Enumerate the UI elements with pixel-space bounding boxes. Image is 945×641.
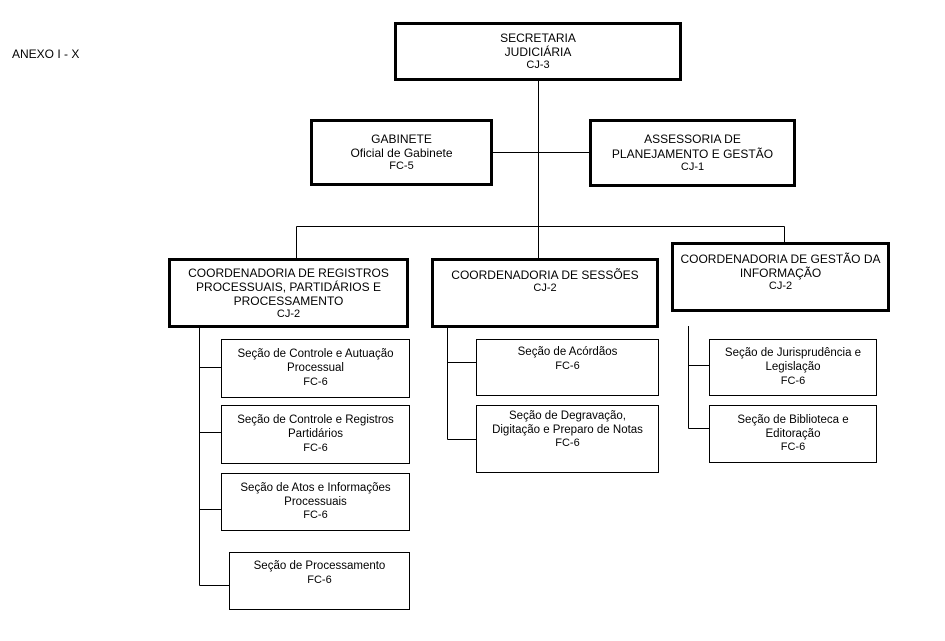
position-code: CJ-2: [276, 308, 301, 321]
box-title: PROCESSAMENTO: [233, 294, 344, 309]
gabinete-box: GABINETE Oficial de Gabinete FC-5: [310, 119, 493, 186]
secao-atos-informacoes-box: Seção de Atos e Informações Processuais …: [221, 473, 410, 531]
box-title: JUDICIÁRIA: [504, 45, 572, 60]
secretaria-judiciaria-box: SECRETARIA JUDICIÁRIA CJ-3: [394, 22, 682, 81]
secao-processamento-box: Seção de Processamento FC-6: [229, 552, 410, 610]
section-name: Digitação e Preparo de Notas: [492, 423, 643, 436]
position-code: CJ-2: [533, 282, 557, 295]
box-title: PLANEJAMENTO E GESTÃO: [611, 146, 774, 161]
section-name: Seção de Controle e Registros: [237, 414, 394, 427]
coordenadoria-registros-box: COORDENADORIA DE REGISTROS PROCESSUAIS, …: [168, 258, 409, 328]
section-name: Editoração: [765, 427, 821, 440]
position-code: FC-6: [307, 573, 332, 586]
section-name: Seção de Acórdãos: [517, 346, 618, 358]
secao-controle-autuacao-box: Seção de Controle e Autuação Processual …: [221, 339, 410, 398]
box-title: GABINETE: [371, 131, 432, 146]
box-title: COORDENADORIA DE SESSÕES: [451, 268, 639, 282]
section-name: Legislação: [765, 361, 821, 374]
position-code: FC-6: [555, 437, 580, 450]
box-subtitle: Oficial de Gabinete: [350, 146, 453, 161]
secao-biblioteca-box: Seção de Biblioteca e Editoração FC-6: [709, 405, 877, 463]
position-code: CJ-1: [680, 160, 705, 173]
section-name: Seção de Controle e Autuação: [237, 348, 394, 361]
box-title: INFORMAÇÃO: [739, 266, 822, 281]
coordenadoria-gestao-informacao-box: COORDENADORIA DE GESTÃO DA INFORMAÇÃO CJ…: [671, 242, 890, 312]
section-name: Seção de Degravação,: [509, 410, 626, 422]
secao-controle-registros-box: Seção de Controle e Registros Partidário…: [221, 405, 410, 464]
position-code: FC-6: [555, 359, 580, 372]
section-name: Partidários: [288, 428, 343, 441]
section-name: Processuais: [284, 495, 347, 508]
secao-degravacao-box: Seção de Degravação, Digitação e Preparo…: [476, 405, 659, 473]
position-code: FC-6: [780, 374, 806, 387]
secao-jurisprudencia-box: Seção de Jurisprudência e Legislação FC-…: [709, 339, 877, 396]
position-code: FC-6: [303, 509, 328, 522]
position-code: FC-6: [303, 441, 328, 454]
position-code: CJ-2: [768, 280, 793, 293]
box-title: ASSESSORIA DE: [644, 132, 741, 147]
position-code: FC-5: [389, 160, 414, 173]
position-code: CJ-3: [526, 59, 550, 72]
assessoria-planejamento-box: ASSESSORIA DE PLANEJAMENTO E GESTÃO CJ-1: [589, 119, 796, 187]
coordenadoria-sessoes-box: COORDENADORIA DE SESSÕES CJ-2: [431, 258, 659, 328]
box-title: SECRETARIA: [500, 30, 576, 45]
box-title: COORDENADORIA DE GESTÃO DA: [680, 252, 881, 266]
position-code: FC-6: [780, 441, 806, 454]
section-name: Processual: [287, 362, 344, 375]
section-name: Seção de Biblioteca e: [737, 413, 849, 426]
position-code: FC-6: [303, 375, 328, 388]
secao-acordaos-box: Seção de Acórdãos FC-6: [476, 339, 659, 396]
box-title: COORDENADORIA DE REGISTROS: [188, 266, 389, 280]
section-name: Seção de Processamento: [253, 560, 386, 572]
section-name: Seção de Atos e Informações: [240, 481, 391, 494]
box-title: PROCESSUAIS, PARTIDÁRIOS E: [196, 280, 381, 295]
section-name: Seção de Jurisprudência e: [724, 347, 862, 360]
annex-label: ANEXO I - X: [12, 47, 80, 61]
